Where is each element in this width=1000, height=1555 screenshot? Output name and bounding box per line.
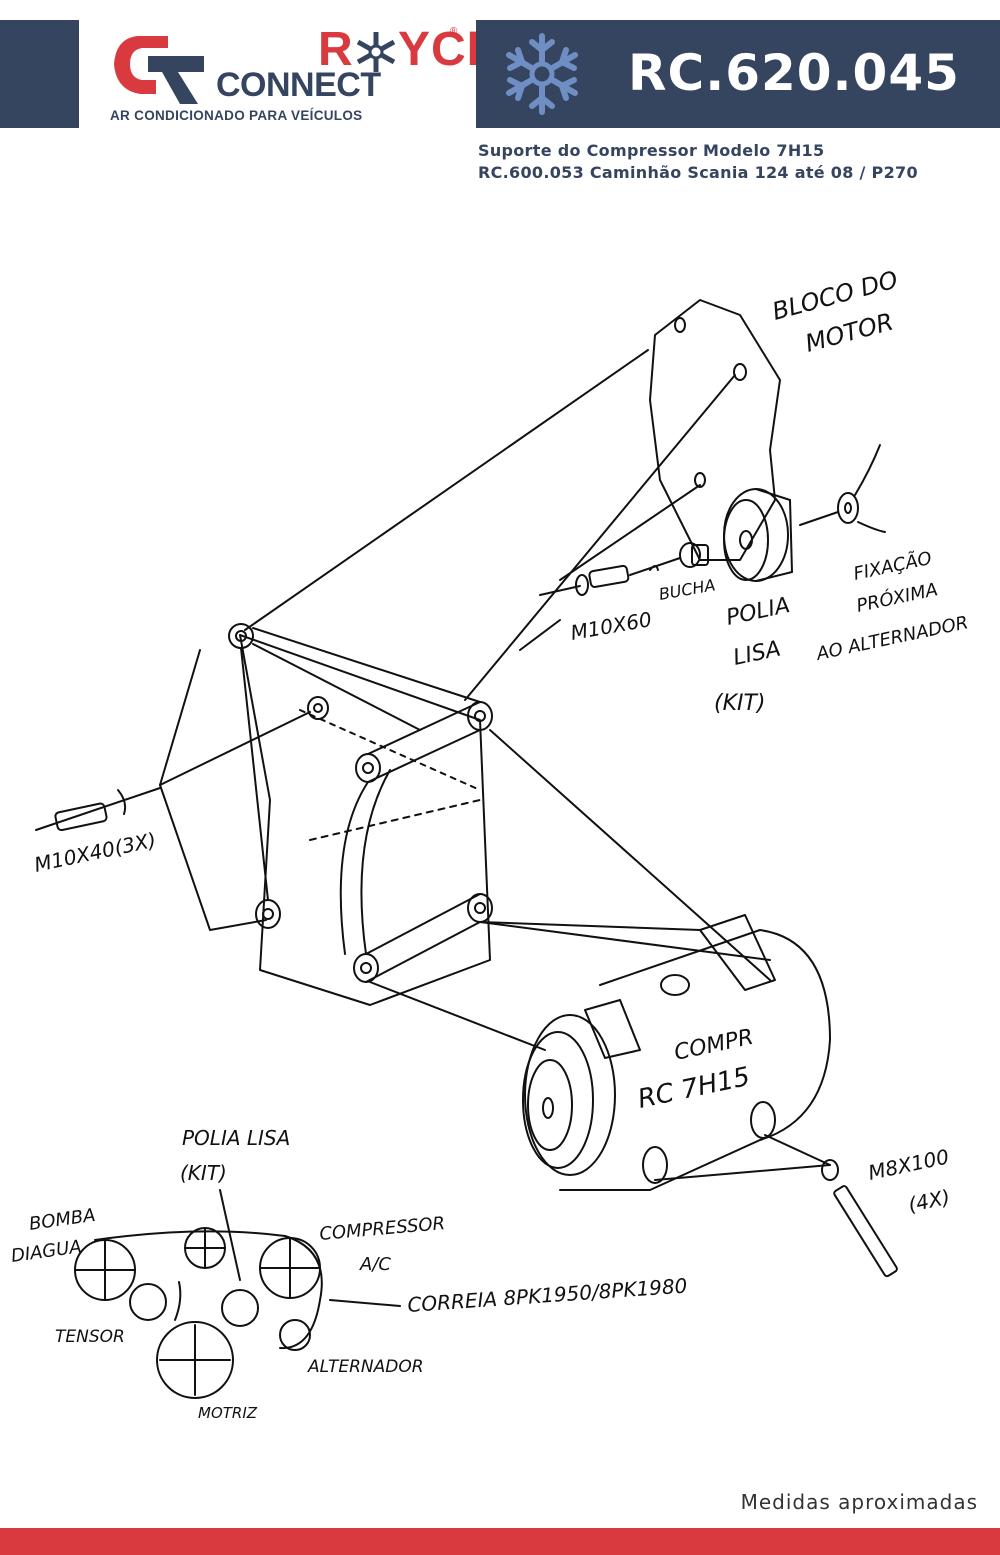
product-code-box: RC.620.045 — [476, 20, 1000, 128]
label-tensor: TENSOR — [55, 1327, 125, 1347]
snowflake-icon — [506, 33, 578, 115]
label-fixacao: FIXAÇÃO — [851, 547, 933, 585]
header-left-block — [0, 20, 79, 128]
label-kit: (KIT) — [714, 691, 766, 716]
registered-mark: ® — [450, 26, 458, 37]
label-ac: A/C — [359, 1254, 391, 1275]
label-bomba: BOMBA — [28, 1205, 97, 1235]
label-lisa: LISA — [731, 636, 783, 670]
label-belt-kit: (KIT) — [180, 1161, 227, 1185]
label-correia: CORREIA 8PK1950/8PK1980 — [407, 1273, 688, 1317]
label-4x: (4X) — [906, 1185, 952, 1217]
label-m10x40: M10X40(3X) — [32, 828, 158, 877]
label-rc-7h15: RC 7H15 — [635, 1062, 752, 1115]
label-ao-alternador: AO ALTERNADOR — [814, 612, 970, 665]
label-alternador: ALTERNADOR — [307, 1357, 424, 1377]
logo-emblem-icon — [114, 36, 204, 104]
description-line-1: Suporte do Compressor Modelo 7H15 — [478, 141, 825, 160]
label-motriz: MOTRIZ — [198, 1404, 258, 1422]
label-bucha: BUCHA — [657, 575, 716, 604]
product-code: RC.620.045 — [628, 44, 960, 102]
label-compr: COMPR — [672, 1025, 756, 1066]
label-belt-polia-lisa: POLIA LISA — [182, 1126, 290, 1150]
label-m8x100: M8X100 — [866, 1144, 951, 1184]
product-description: Suporte do Compressor Modelo 7H15 RC.600… — [478, 140, 918, 184]
label-polia: POLIA — [724, 593, 792, 631]
engine-block — [649, 299, 781, 561]
assembly-drawing: BLOCO DO MOTOR FIXAÇÃO PRÓXIMA AO ALTERN… — [10, 265, 970, 1422]
logo-snowflake-icon — [356, 32, 396, 72]
label-compressor: COMPRESSOR — [319, 1213, 446, 1245]
description-line-2: RC.600.053 Caminhão Scania 124 até 08 / … — [478, 163, 918, 182]
footer-red-bar — [0, 1528, 1000, 1555]
label-proxima: PRÓXIMA — [854, 578, 939, 617]
label-diagua: DIAGUA — [10, 1236, 83, 1267]
logo-tagline: AR CONDICIONADO PARA VEÍCULOS — [110, 108, 363, 123]
logo-connect: CONNECT — [216, 66, 381, 104]
logo-letter-r: R — [318, 23, 354, 76]
label-m10x60: M10X60 — [569, 607, 654, 645]
footer-note: Medidas aproximadas — [740, 1490, 978, 1514]
royce-connect-logo: R YCE ® CONNECT AR CONDICIONADO PARA VEÍ… — [108, 23, 499, 126]
compressor-body — [559, 929, 831, 1191]
